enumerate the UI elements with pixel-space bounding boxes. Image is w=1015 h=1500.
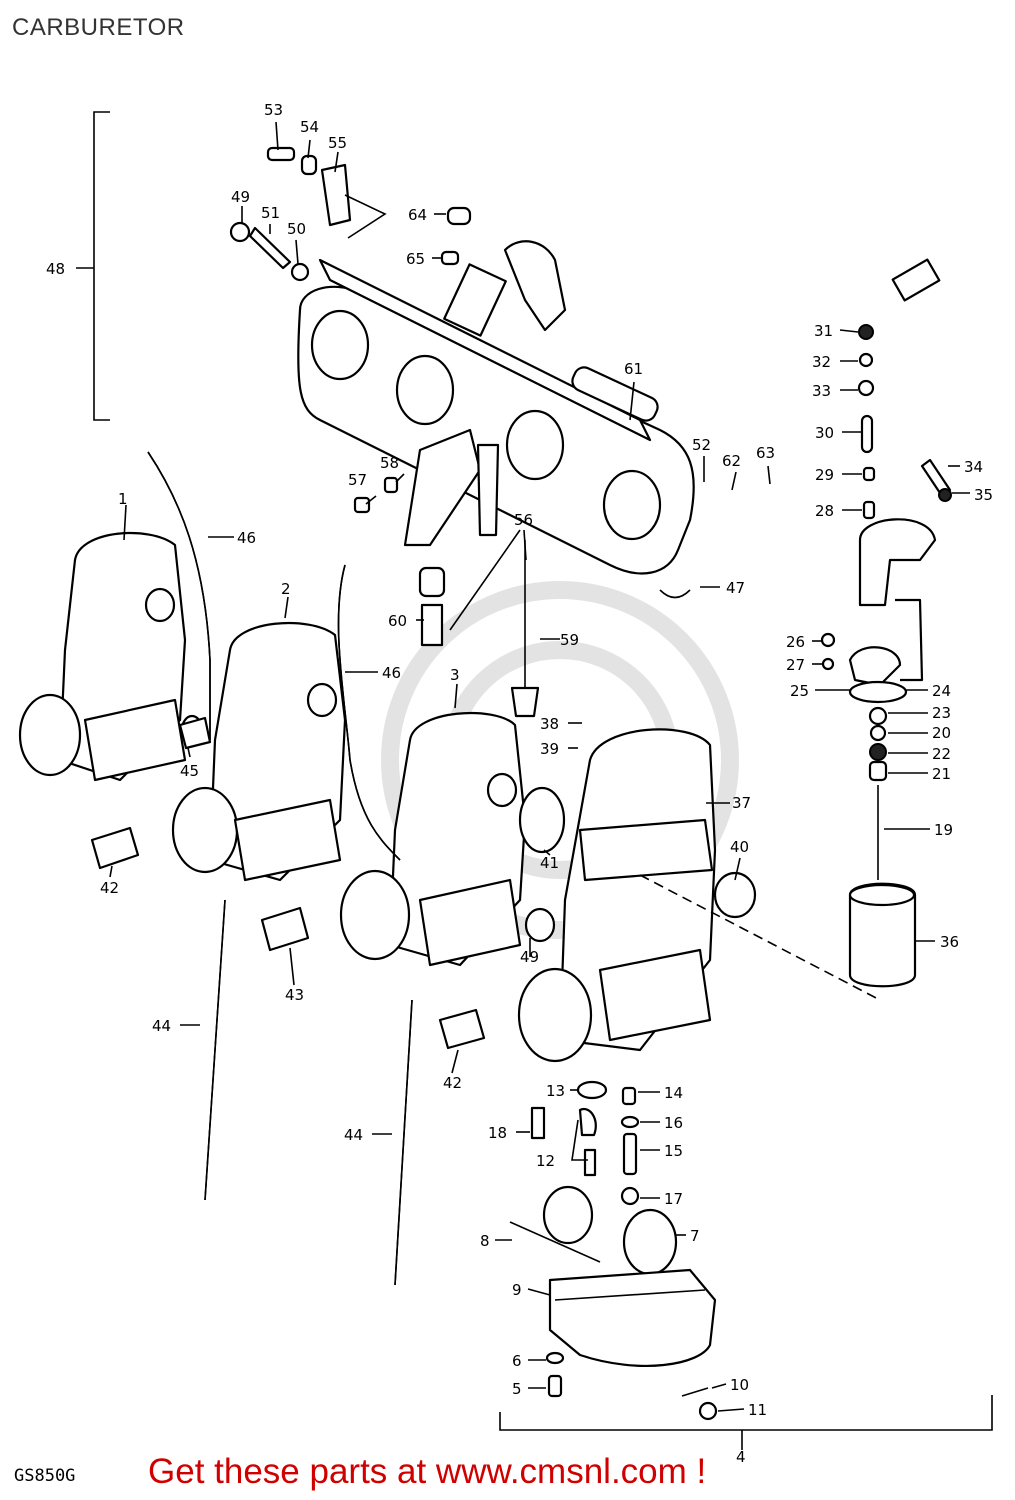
callout-27: 27 [786,656,805,674]
callout-12: 12 [536,1152,555,1170]
callout-2: 2 [281,580,291,598]
carburetor-body-3 [339,711,566,967]
callout-20: 20 [932,724,951,742]
callout-10: 10 [730,1376,749,1394]
callout-46b: 46 [382,664,401,682]
page-title: CARBURETOR [12,14,185,41]
callout-25: 25 [790,682,809,700]
callout-62: 62 [722,452,741,470]
callout-5: 5 [512,1380,522,1398]
throttle-linkage [353,428,500,647]
callout-53: 53 [264,101,283,119]
callout-35: 35 [974,486,993,504]
callout-11: 11 [748,1401,767,1419]
callout-42a: 42 [100,879,119,897]
callout-42b: 42 [443,1074,462,1092]
callout-26: 26 [786,633,805,651]
starter-plunger-assembly [820,258,952,988]
bracket-48 [76,111,110,421]
callout-50: 50 [287,220,306,238]
callout-4: 4 [736,1448,746,1466]
callout-30: 30 [815,424,834,442]
callout-9: 9 [512,1281,522,1299]
callout-24: 24 [932,682,951,700]
callout-19: 19 [934,821,953,839]
callout-59: 59 [560,631,579,649]
carburetor-body-2 [171,621,347,882]
leader-lines [109,121,970,1412]
callout-14: 14 [664,1084,683,1102]
callout-49a: 49 [231,188,250,206]
carburetor-body-1 [18,531,204,782]
callout-40: 40 [730,838,749,856]
callout-36: 36 [940,933,959,951]
bracket-4 [499,1395,993,1450]
callout-54: 54 [300,118,319,136]
callout-44b: 44 [344,1126,363,1144]
callout-46a: 46 [237,529,256,547]
callout-13: 13 [546,1082,565,1100]
callout-1: 1 [118,490,128,508]
callout-3: 3 [450,666,460,684]
callout-43: 43 [285,986,304,1004]
callout-labels: 53 54 55 49 51 50 64 65 48 31 32 33 30 2… [46,101,993,1466]
promo-link-text[interactable]: Get these parts at www.cmsnl.com ! [148,1452,707,1491]
callout-49b: 49 [520,948,539,966]
callout-56: 56 [514,511,533,529]
callout-44a: 44 [152,1017,171,1035]
callout-57: 57 [348,471,367,489]
callout-31: 31 [814,322,833,340]
callout-37: 37 [732,794,751,812]
callout-51: 51 [261,204,280,222]
callout-58: 58 [380,454,399,472]
callout-29: 29 [815,466,834,484]
carburetor-mounting-plate [297,240,695,575]
callout-22: 22 [932,745,951,763]
carburetor-body-4 [517,728,757,1063]
callout-28: 28 [815,502,834,520]
callout-34: 34 [964,458,983,476]
callout-32: 32 [812,353,831,371]
callout-65: 65 [406,250,425,268]
callout-17: 17 [664,1190,683,1208]
callout-55: 55 [328,134,347,152]
callout-47: 47 [726,579,745,597]
model-code: GS850G [14,1466,76,1486]
callout-6: 6 [512,1352,522,1370]
callout-23: 23 [932,704,951,722]
callout-15: 15 [664,1142,683,1160]
callout-48: 48 [46,260,65,278]
callout-18: 18 [488,1124,507,1142]
callout-33: 33 [812,382,831,400]
callout-45: 45 [180,762,199,780]
callout-8: 8 [480,1232,490,1250]
callout-63: 63 [756,444,775,462]
top-small-parts [229,146,472,282]
callout-64: 64 [408,206,427,224]
callout-7: 7 [690,1227,700,1245]
callout-41: 41 [540,854,559,872]
callout-39: 39 [540,740,559,758]
float-chamber-assembly [509,1080,718,1421]
callout-61: 61 [624,360,643,378]
callout-38: 38 [540,715,559,733]
callout-60: 60 [388,612,407,630]
callout-16: 16 [664,1114,683,1132]
fittings-and-hoses [90,451,486,1286]
jet-needle-59 [510,540,540,718]
callout-21: 21 [932,765,951,783]
callout-52: 52 [692,436,711,454]
